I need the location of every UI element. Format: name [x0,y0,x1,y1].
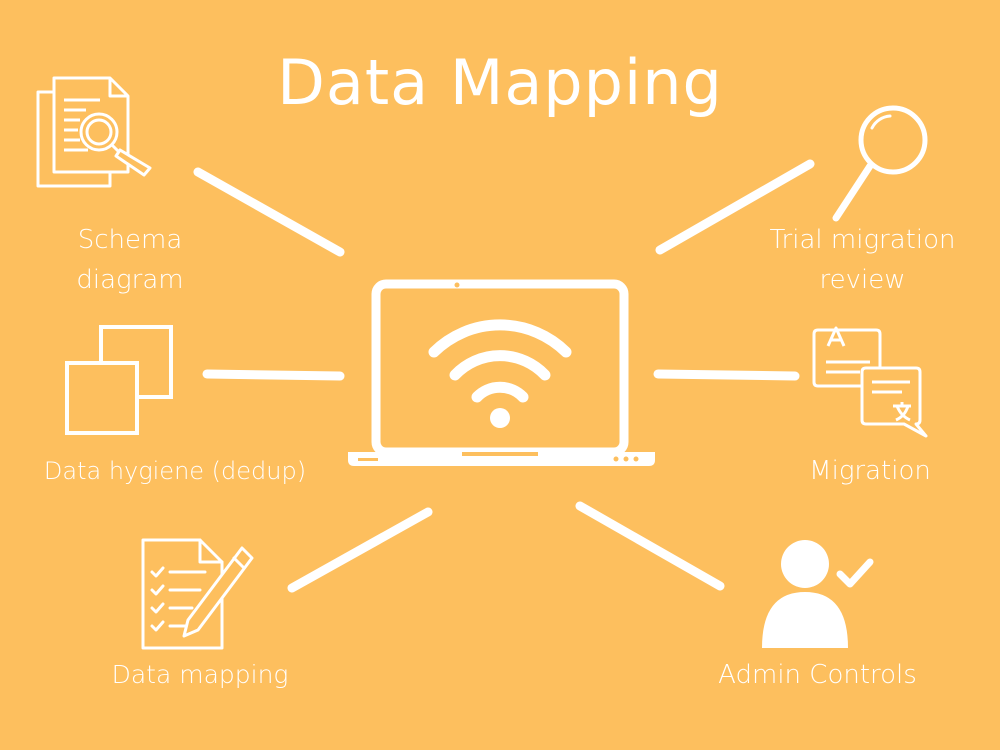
diagram-title: Data Mapping [277,46,723,119]
connector-admin [575,501,725,591]
document-search-icon [36,76,152,188]
connector-mapping [287,507,433,593]
connector-hygiene [202,369,345,381]
connector-schema [193,167,345,257]
copy-squares-icon [65,325,173,435]
label-trial-line1: Trial migration [769,225,956,255]
label-trial-line2: review [819,265,906,295]
checklist-pencil-icon [141,538,254,650]
connector-migration [653,369,800,381]
label-migration: Migration [809,456,931,486]
label-schema-line1: Schema [77,225,183,255]
label-schema-diagram: Schema diagram [40,220,220,300]
connector-trial [655,159,815,255]
label-schema-line2: diagram [76,265,184,295]
magnifier-icon [832,105,928,222]
user-check-icon [762,540,874,648]
label-data-mapping: Data mapping [111,660,289,689]
label-data-hygiene: Data hygiene (dedup) [43,457,307,485]
label-admin-controls: Admin Controls [718,660,917,690]
laptop-wifi-icon [348,279,655,466]
translate-icon [812,326,928,438]
label-trial-migration-review: Trial migration review [755,220,970,300]
